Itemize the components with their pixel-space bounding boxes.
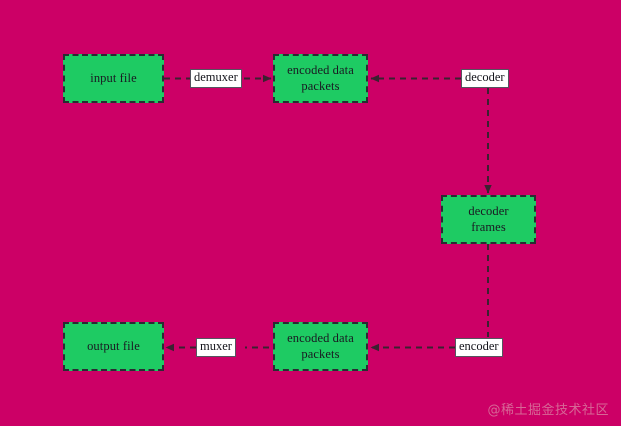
edge-label-demuxer[interactable]: demuxer <box>190 69 242 88</box>
watermark: @稀土掘金技术社区 <box>487 403 609 418</box>
node-encoded-data-packets-bottom-label: encoded data packets <box>287 330 354 361</box>
node-encoded-data-packets-top-label: encoded data packets <box>287 62 354 93</box>
node-output-file-label: output file <box>87 338 140 353</box>
node-decoder-frames[interactable]: decoder frames <box>441 195 536 244</box>
edge-label-encoder[interactable]: encoder <box>455 338 503 357</box>
node-input-file[interactable]: input file <box>63 54 164 103</box>
node-decoder-frames-label: decoder frames <box>468 203 509 234</box>
edge-label-muxer[interactable]: muxer <box>196 338 236 357</box>
edge-label-decoder[interactable]: decoder <box>461 69 509 88</box>
node-encoded-data-packets-bottom[interactable]: encoded data packets <box>273 322 368 371</box>
node-output-file[interactable]: output file <box>63 322 164 371</box>
node-input-file-label: input file <box>90 70 137 85</box>
node-encoded-data-packets-top[interactable]: encoded data packets <box>273 54 368 103</box>
